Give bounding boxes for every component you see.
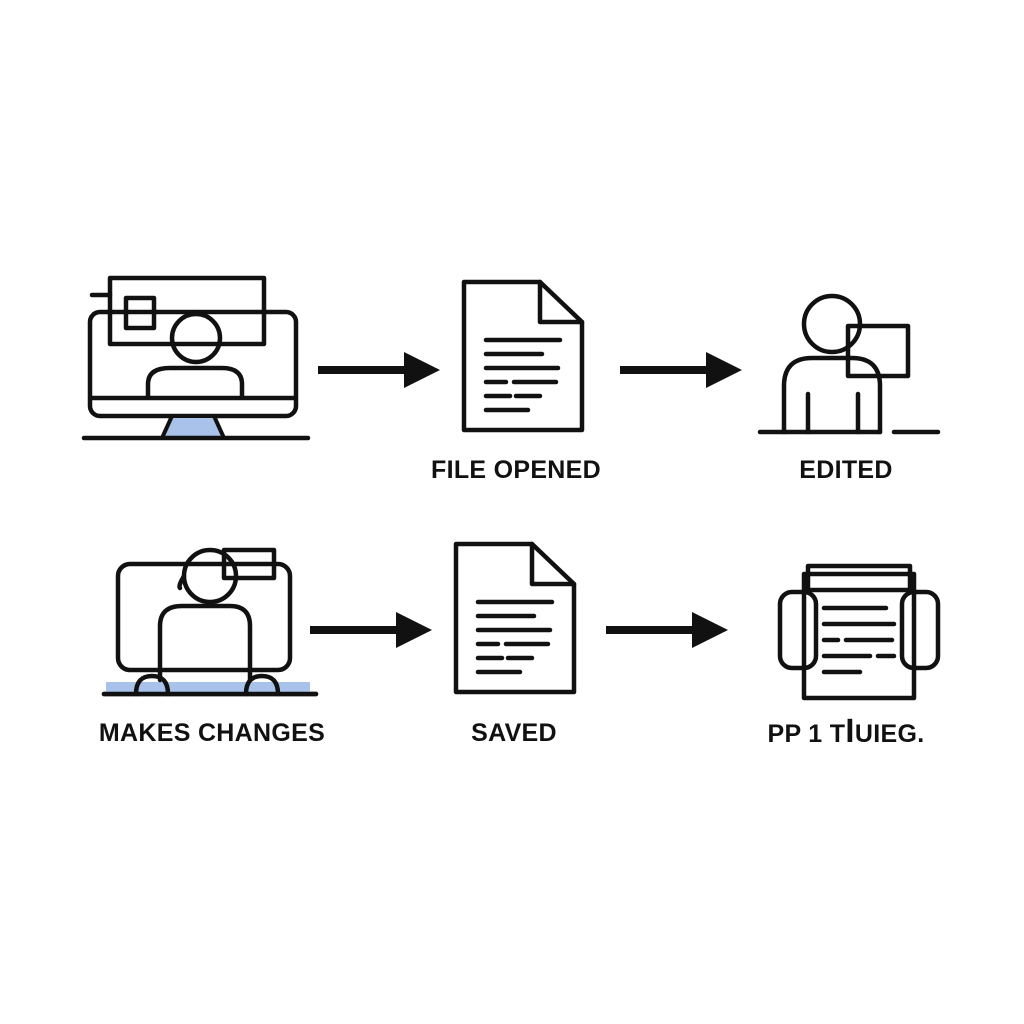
flow-arrow [316, 350, 446, 395]
printer-document-icon [774, 560, 944, 710]
user-at-monitor-icon [80, 270, 320, 450]
user-at-desktop-icon [100, 540, 330, 710]
flow-arrow [308, 610, 438, 655]
step-label-makes-changes: MAKES CHANGES [98, 719, 326, 747]
step-label-file-opened: FILE OPENED [431, 456, 601, 484]
step-label-edited: EDITED [799, 456, 893, 484]
step-label-final: PP 1 TꟾUIEG. [767, 720, 925, 748]
step-label-saved: SAVED [471, 719, 557, 747]
document-icon [452, 540, 582, 700]
flow-arrow [604, 610, 734, 655]
person-with-panel-icon [756, 290, 946, 440]
document-icon [460, 278, 590, 438]
flow-arrow [618, 350, 748, 395]
